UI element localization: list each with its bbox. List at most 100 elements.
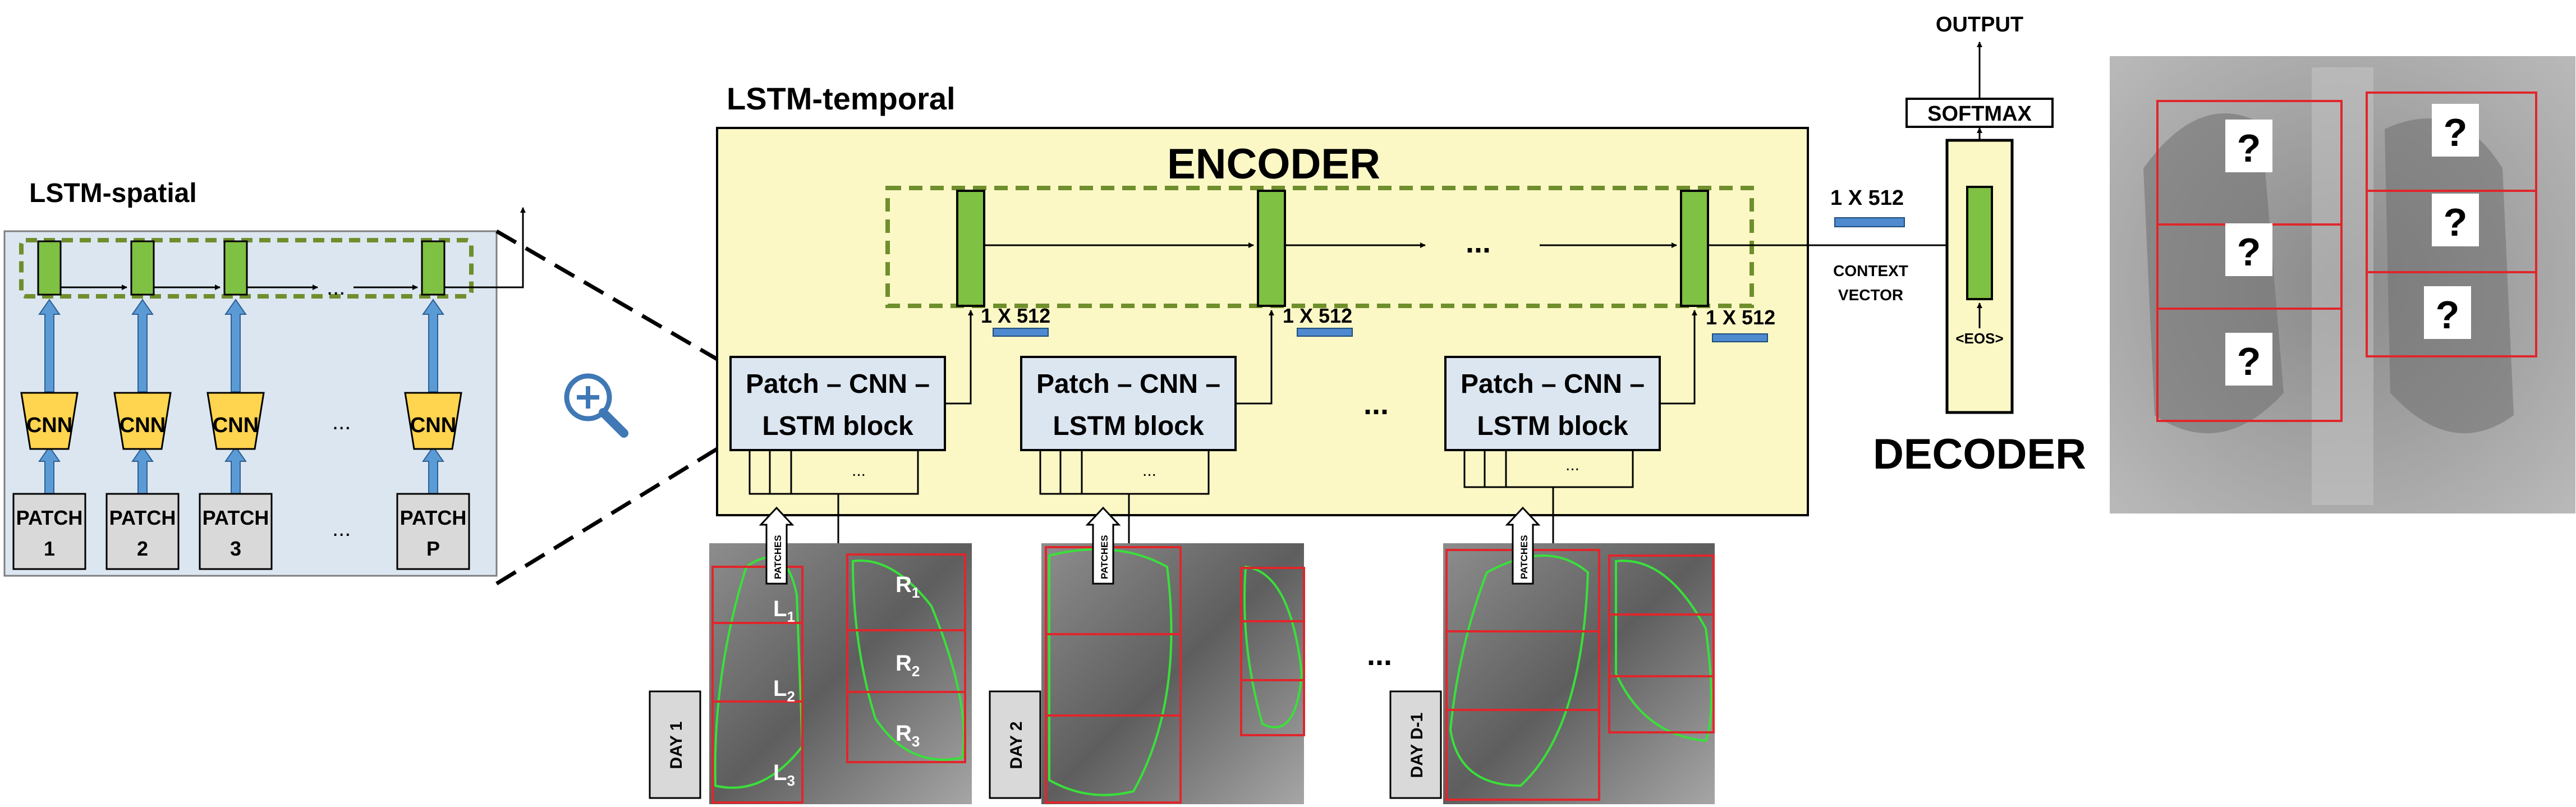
spatial-cnn-1: CNN [20, 392, 79, 450]
temporal-title: LSTM-temporal [727, 81, 956, 116]
question-mark: ? [2436, 293, 2460, 337]
day-label-text: DAY 1 [667, 721, 686, 769]
question-mark: ? [2237, 230, 2261, 274]
temporal-lstm-group [885, 186, 1754, 308]
patches-tag: PATCHES [773, 535, 783, 579]
vector-bar-2 [1297, 328, 1353, 337]
xray-day-1: L1 L2 L3 R1 R2 R3 [709, 543, 972, 804]
patch-label: PATCH [16, 506, 83, 529]
cnn-label: CNN [120, 414, 166, 437]
patch-number: 3 [230, 537, 241, 560]
spatial-lstm-cell [421, 240, 446, 296]
context-vector-size: 1 X 512 [1830, 186, 1904, 210]
block-ellipsis: ... [1363, 387, 1389, 421]
block-to-cell-arrows [945, 310, 1697, 405]
block-title: Patch – CNN – [1036, 369, 1220, 399]
lung-label-r3: R3 [896, 721, 920, 750]
spatial-cnn-3: CNN [206, 392, 265, 450]
lung-label-l1: L1 [773, 597, 795, 625]
question-mark: ? [2444, 111, 2468, 154]
patch-label: PATCH [203, 506, 269, 529]
softmax-box [1905, 98, 2054, 128]
question-mark: ? [2444, 200, 2468, 244]
spatial-blue-arrows [38, 299, 444, 494]
patches-arrow-1: PATCHES [759, 506, 795, 585]
block-subtitle: LSTM block [1053, 411, 1204, 441]
temporal-lstm-cell-3 [1680, 190, 1709, 307]
spatial-lstm-cell [130, 240, 155, 296]
patches-tag: PATCHES [1099, 535, 1110, 579]
day-label-d-minus-1: DAY D-1 [1389, 690, 1442, 799]
patch-cnn-lstm-block-3: Patch – CNN – LSTM block [1444, 356, 1661, 451]
vector-label-3: 1 X 512 [1706, 306, 1775, 329]
spatial-lstm-cell [37, 240, 62, 296]
patch-cnn-lstm-block-1: Patch – CNN – LSTM block [729, 356, 946, 451]
encoder-label: ENCODER [1167, 140, 1380, 188]
prediction-xray: ? ? ? ? ? ? [2110, 56, 2575, 513]
context-vector-line1: CONTEXT [1833, 262, 1908, 279]
vector-label-1: 1 X 512 [981, 304, 1050, 327]
day-label-2: DAY 2 [989, 690, 1041, 799]
patch-box-p: PATCH P [396, 493, 470, 570]
lung-label-r2: R2 [896, 651, 920, 680]
lung-label-r1: R1 [896, 572, 920, 601]
spatial-cnn-4: CNN [404, 392, 462, 450]
zoom-in-icon [564, 373, 628, 438]
cnn-label: CNN [213, 414, 259, 437]
patches-arrow-2: PATCHES [1085, 506, 1121, 585]
patch-number: 1 [44, 537, 55, 560]
spatial-lstm-cell [223, 240, 248, 296]
vector-label-2: 1 X 512 [1283, 304, 1352, 327]
day-label-1: DAY 1 [649, 690, 701, 799]
cnn-label: CNN [410, 414, 456, 437]
patch-label: PATCH [109, 506, 176, 529]
vector-bar-1 [993, 328, 1049, 337]
patch-input-lines [749, 450, 1634, 544]
block-title: Patch – CNN – [746, 369, 930, 399]
block-title: Patch – CNN – [1461, 369, 1645, 399]
question-mark: ? [2237, 126, 2261, 170]
context-vector-line2: VECTOR [1838, 286, 1903, 304]
patch-number: 2 [137, 537, 148, 560]
vector-bar-3 [1712, 333, 1768, 342]
block-subtitle: LSTM block [762, 411, 913, 441]
patches-tag: PATCHES [1519, 535, 1530, 579]
spatial-patch-ellipsis: ... [332, 516, 351, 541]
patch-line-ellipsis-2: ... [1142, 461, 1156, 480]
patches-arrow-3: PATCHES [1505, 506, 1541, 585]
lung-label-l3: L3 [773, 760, 795, 789]
patch-box-1: PATCH 1 [12, 493, 86, 570]
decoder-label: DECODER [1873, 430, 2086, 478]
spatial-cnn-ellipsis: ... [332, 410, 351, 434]
day-label-text: DAY 2 [1007, 721, 1026, 769]
block-subtitle: LSTM block [1477, 411, 1628, 441]
patch-line-ellipsis-3: ... [1565, 456, 1579, 474]
patch-line-ellipsis-1: ... [852, 461, 866, 480]
spatial-cnn-2: CNN [113, 392, 172, 450]
days-ellipsis: ... [1367, 638, 1392, 672]
softmax-label: SOFTMAX [1927, 102, 2032, 126]
xray-day-2 [1041, 543, 1305, 804]
question-marks: ? ? ? ? ? ? [2225, 104, 2479, 386]
temporal-lstm-cell-1 [956, 190, 985, 307]
day-label-text: DAY D-1 [1408, 713, 1426, 778]
question-mark: ? [2237, 340, 2261, 383]
spatial-lstm-ellipsis: ... [327, 275, 345, 300]
temporal-lstm-cell-2 [1257, 190, 1286, 307]
patch-label: PATCH [400, 506, 467, 529]
zoom-lines [495, 229, 718, 585]
spatial-lstm-group [19, 238, 474, 299]
output-label: OUTPUT [1936, 13, 2023, 36]
xray-day-d-minus-1 [1443, 543, 1715, 804]
spatial-horizontal-arrows [61, 207, 526, 290]
spatial-title: LSTM-spatial [29, 178, 197, 208]
eos-token: <EOS> [1955, 330, 2003, 347]
patch-number: P [426, 537, 440, 560]
patch-box-2: PATCH 2 [105, 493, 180, 570]
temporal-lstm-ellipsis: ... [1466, 226, 1491, 259]
lung-label-l2: L2 [773, 676, 795, 705]
context-vector-bar [1834, 217, 1905, 227]
patch-box-3: PATCH 3 [199, 493, 273, 570]
patch-cnn-lstm-block-2: Patch – CNN – LSTM block [1020, 356, 1237, 451]
